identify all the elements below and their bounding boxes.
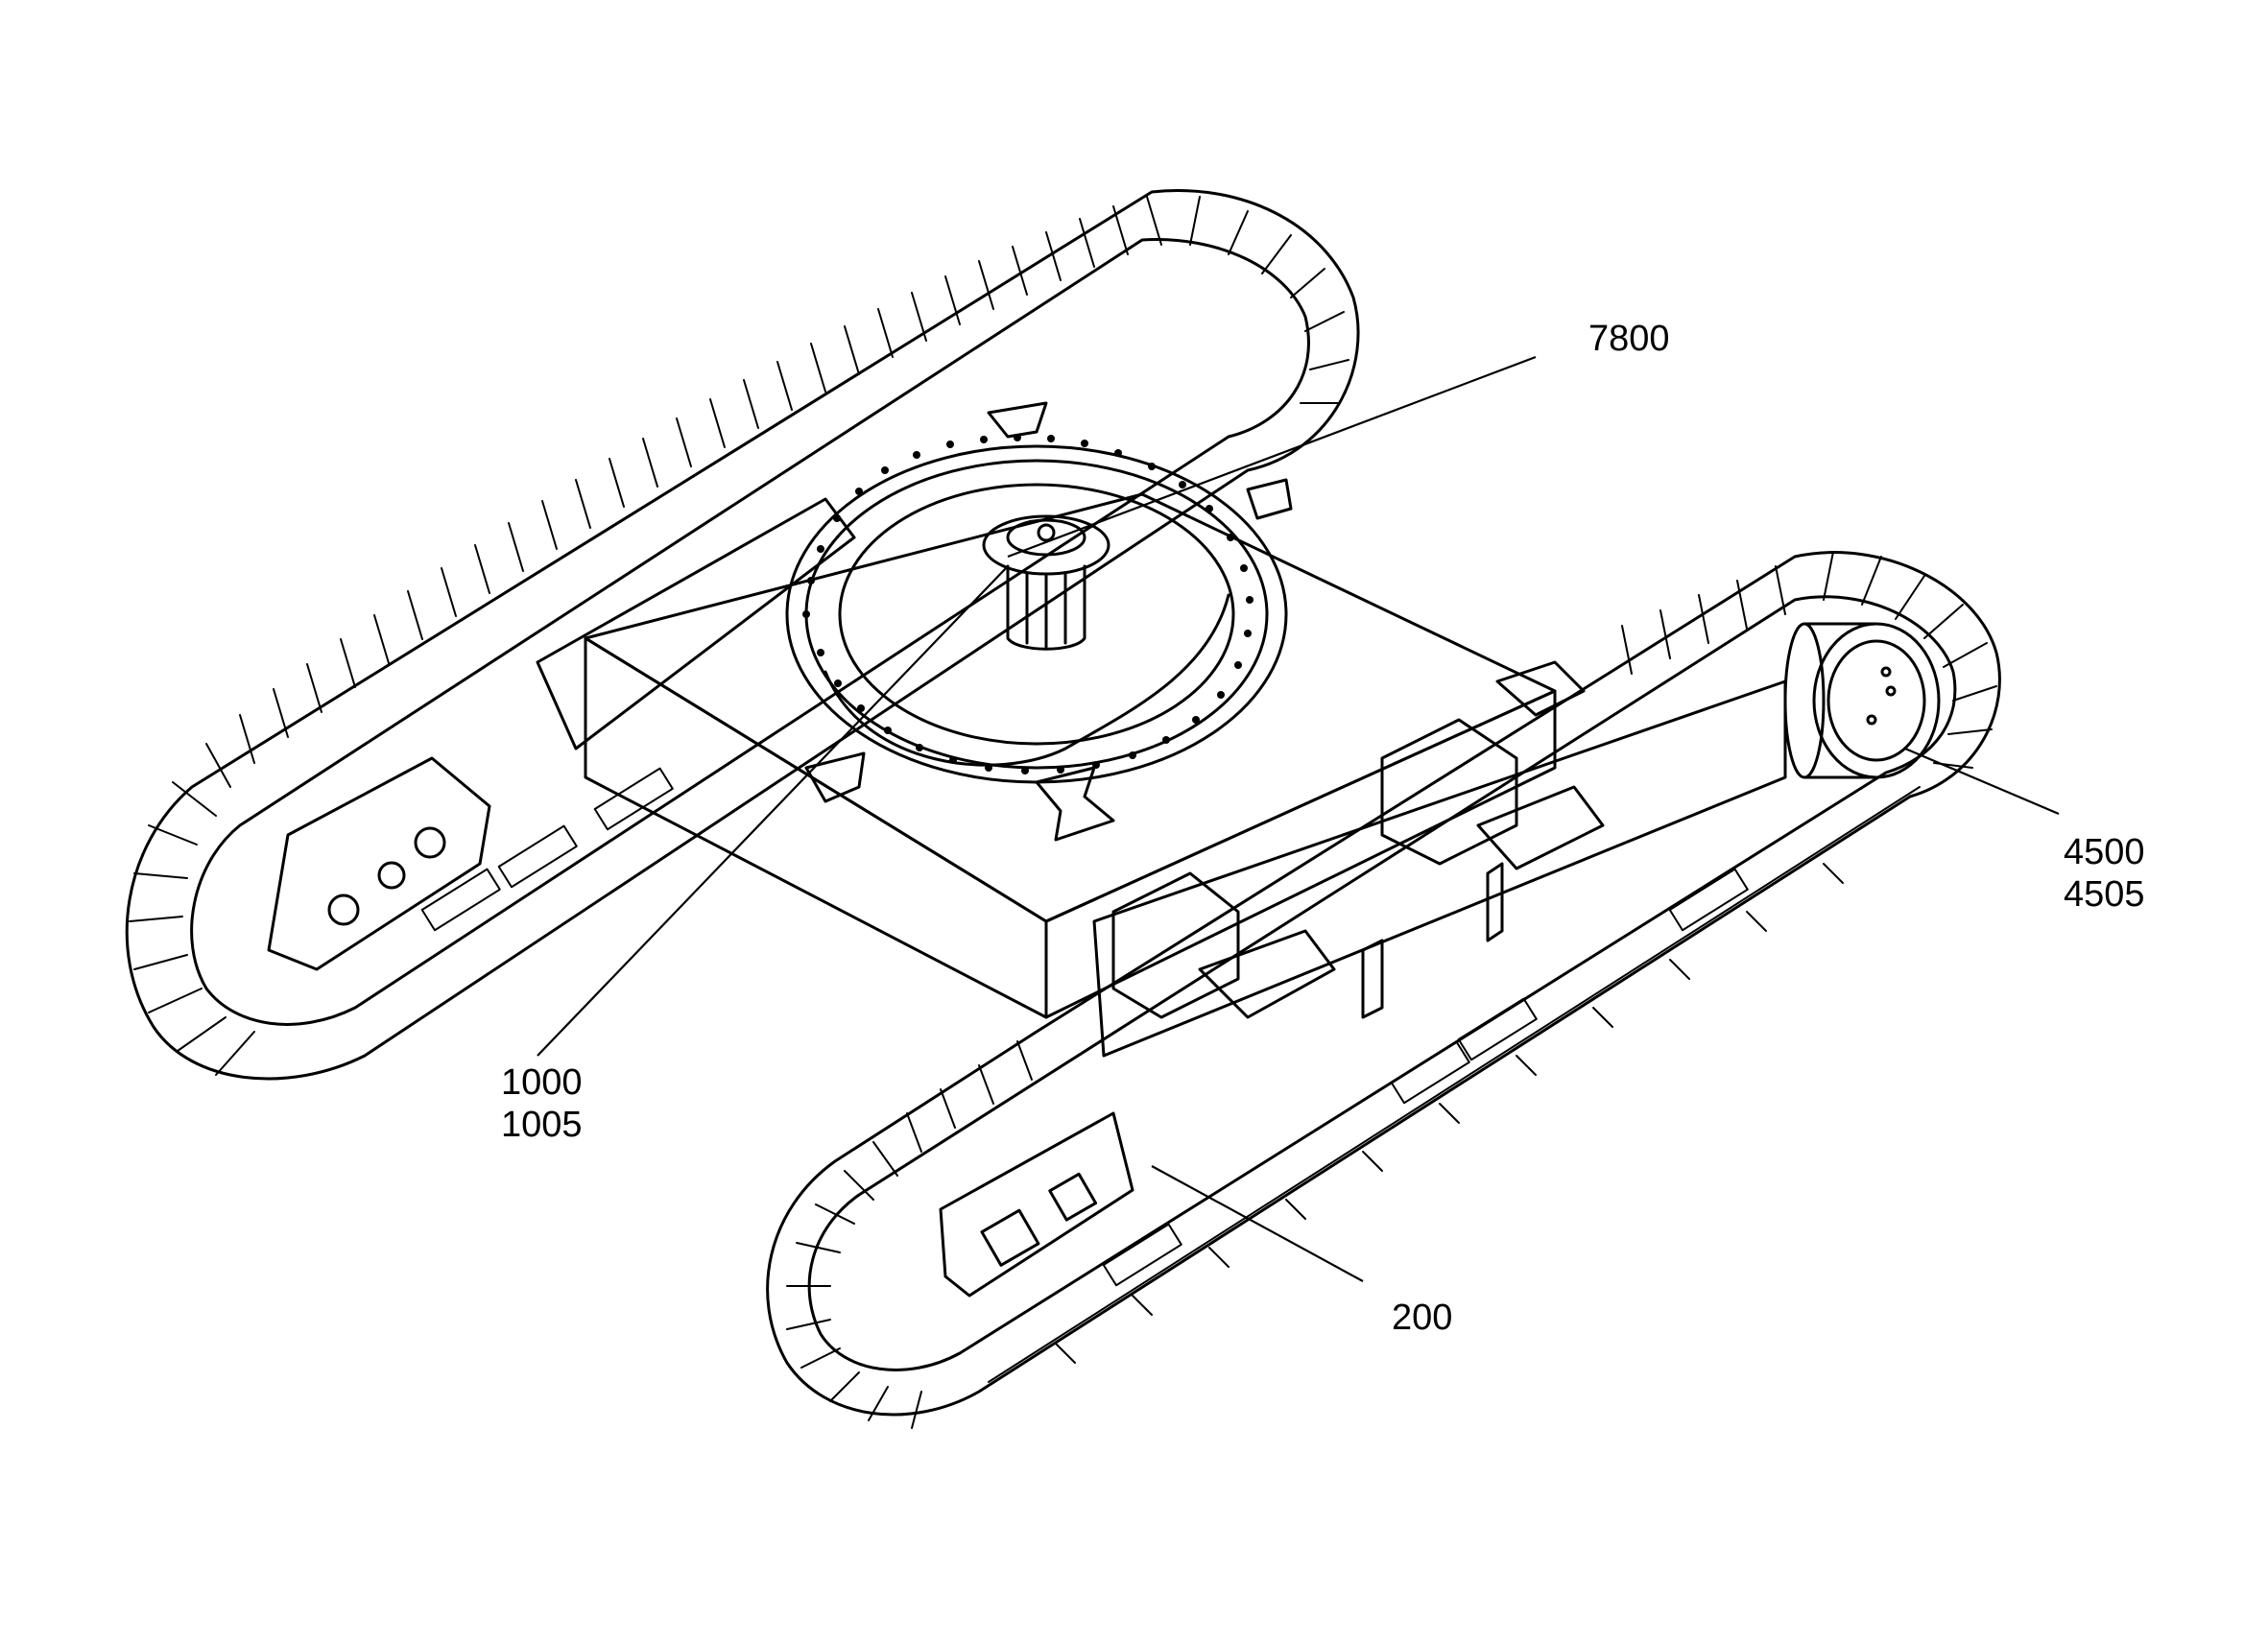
right-bottom-rollers bbox=[1102, 868, 1749, 1287]
bearing-bolts bbox=[802, 434, 1253, 774]
swing-bearing bbox=[785, 434, 1288, 784]
carbody-frame bbox=[536, 401, 1787, 1058]
callout-1000-label: 1000 bbox=[501, 1062, 583, 1103]
leader-1000 bbox=[537, 565, 1009, 1057]
right-track-shoes bbox=[786, 551, 1997, 1429]
callout-labels: 7800 4500 4505 1000 1005 200 bbox=[501, 319, 2145, 1338]
right-bottom-links bbox=[988, 786, 1921, 1383]
left-bottom-rollers bbox=[420, 767, 674, 932]
callout-200-label: 200 bbox=[1392, 1298, 1452, 1338]
leader-7800 bbox=[1007, 355, 1537, 559]
callout-7800-label: 7800 bbox=[1588, 319, 1670, 359]
left-track-shoes bbox=[129, 196, 1349, 1076]
callout-leaders bbox=[537, 355, 2060, 1282]
left-track-assembly bbox=[125, 189, 1360, 1081]
callout-4500-label: 4500 bbox=[2064, 832, 2145, 872]
callout-1005-label: 1005 bbox=[501, 1105, 583, 1145]
callout-4505-label: 4505 bbox=[2064, 874, 2145, 915]
leader-200 bbox=[1151, 1165, 1364, 1282]
drive-motor bbox=[1783, 622, 1941, 779]
swivel-joint bbox=[982, 514, 1110, 651]
leader-4500 bbox=[1904, 747, 2060, 816]
right-track-assembly bbox=[766, 551, 2001, 1429]
drawing-layer bbox=[125, 189, 2001, 1429]
